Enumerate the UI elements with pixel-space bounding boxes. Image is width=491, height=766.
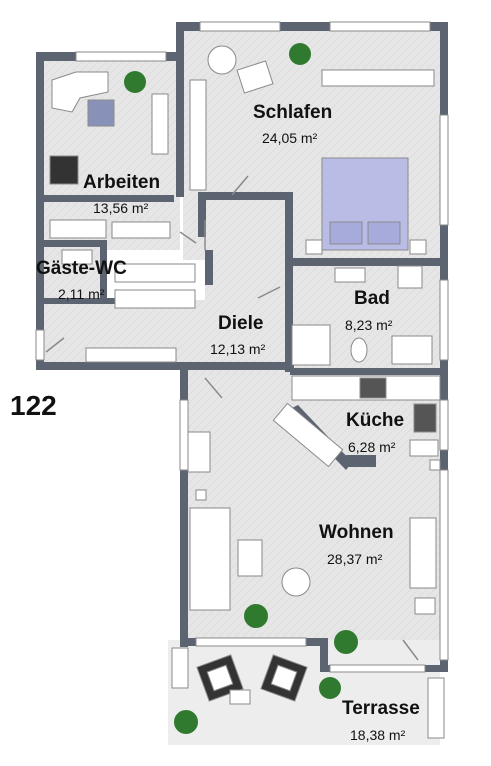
room-area-terrasse: 18,38 m² [350, 727, 406, 743]
room-name-kueche: Küche [346, 410, 405, 431]
room-area-diele: 12,13 m² [210, 341, 266, 357]
room-area-wohnen: 28,37 m² [327, 551, 383, 567]
room-name-diele: Diele [218, 313, 264, 334]
room-name-gaeste-wc: Gäste-WC [36, 258, 127, 279]
room-name-arbeiten: Arbeiten [83, 172, 161, 193]
room-area-schlafen: 24,05 m² [262, 130, 318, 146]
windows [35, 21, 449, 673]
unit-number: 122 [10, 390, 57, 421]
room-name-bad: Bad [354, 288, 390, 309]
furniture [49, 45, 445, 739]
room-area-kueche: 6,28 m² [348, 439, 396, 455]
doors [45, 175, 419, 661]
room-area-bad: 8,23 m² [345, 317, 393, 333]
plants [124, 43, 358, 734]
room-name-terrasse: Terrasse [342, 698, 420, 719]
room-area-gaeste-wc: 2,11 m² [58, 286, 105, 302]
room-name-schlafen: Schlafen [253, 102, 333, 123]
floor-areas [40, 30, 441, 745]
room-area-arbeiten: 13,56 m² [93, 200, 149, 216]
room-name-wohnen: Wohnen [319, 522, 394, 543]
